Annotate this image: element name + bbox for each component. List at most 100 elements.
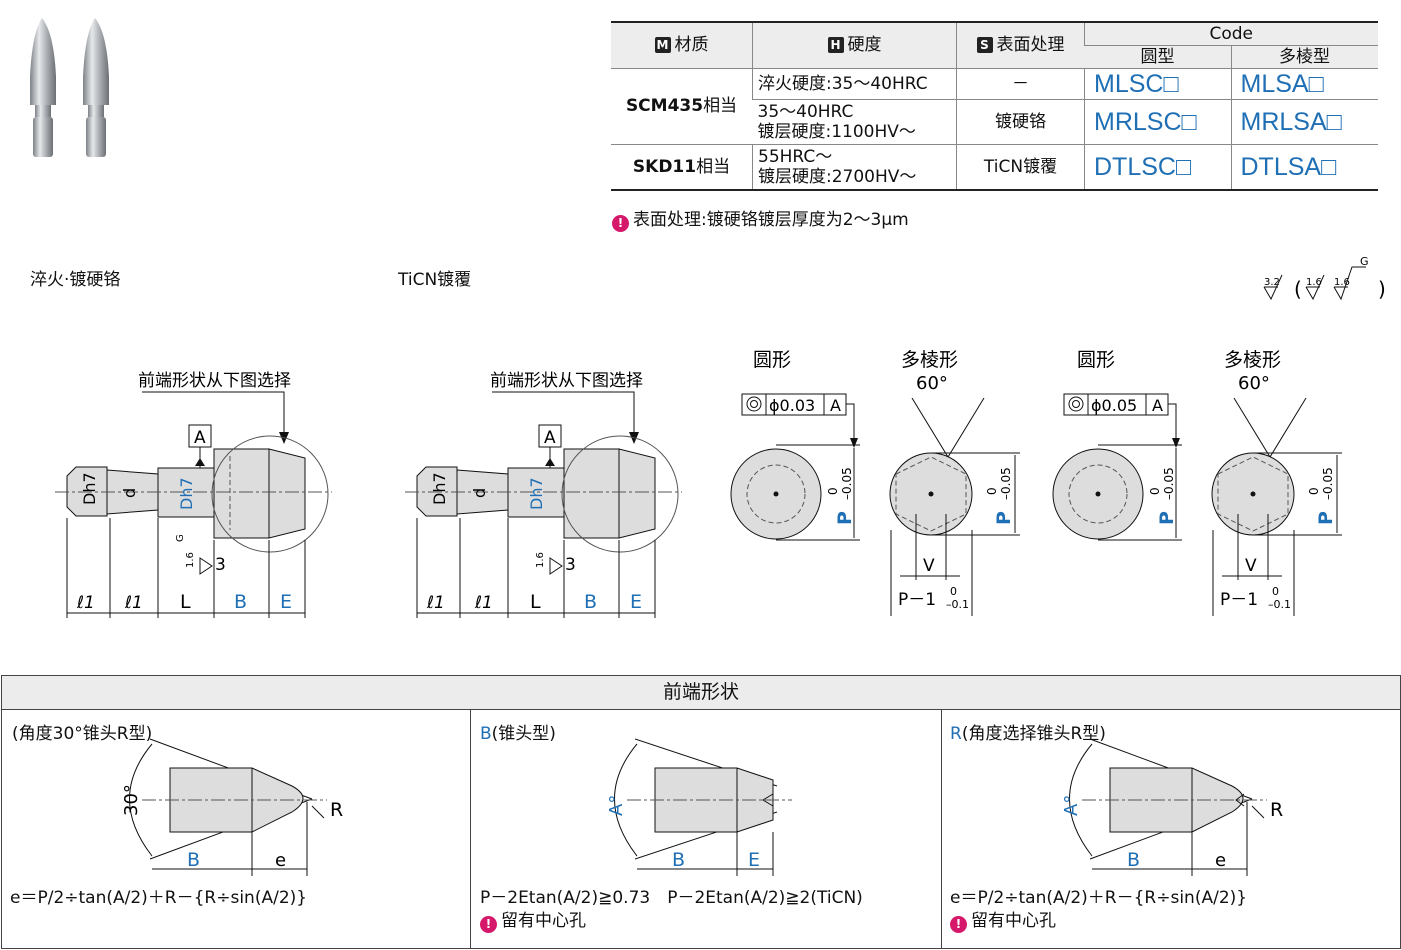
divider <box>941 710 942 948</box>
svg-text:A: A <box>544 428 556 448</box>
svg-text:R: R <box>330 799 343 821</box>
svg-text:L: L <box>180 591 191 613</box>
code-round: MLSC□ <box>1084 68 1231 100</box>
shape-title-2: B(锥头型) <box>480 724 556 744</box>
svg-text:B: B <box>187 849 200 871</box>
svg-text:1.6: 1.6 <box>1334 277 1350 288</box>
section-label-left: 淬火·镀硬铬 <box>30 270 121 290</box>
shape-title-1: (角度30°锥头R型) <box>12 724 153 744</box>
svg-text:1.6: 1.6 <box>185 552 196 568</box>
svg-text:E: E <box>748 849 760 871</box>
svg-text:Dh7: Dh7 <box>527 477 546 510</box>
product-photo <box>30 18 109 157</box>
svg-text:e: e <box>275 850 286 871</box>
hardness-cell: 淬火硬度:35～40HRC <box>752 68 957 100</box>
svg-text:P－1: P－1 <box>898 590 936 610</box>
warning-icon: ! <box>950 916 967 933</box>
svg-text:0: 0 <box>1272 585 1279 598</box>
svg-text:60°: 60° <box>1238 373 1270 394</box>
svg-text:A: A <box>194 428 206 448</box>
svg-text:多棱形: 多棱形 <box>1224 349 1281 371</box>
material-skd11: SKD11相当 <box>611 144 753 191</box>
surface-cell: － <box>956 68 1085 100</box>
svg-text:ℓ1: ℓ1 <box>474 593 493 613</box>
svg-text:–0.05: –0.05 <box>999 467 1013 500</box>
code-round: DTLSC□ <box>1084 144 1231 191</box>
svg-text:B: B <box>584 591 597 613</box>
formula-2: P－2Etan(A/2)≧0.73 P－2Etan(A/2)≧2(TiCN) <box>480 888 863 908</box>
shape-drawing-1: 30° B e R <box>121 738 343 876</box>
svg-text:Dh7: Dh7 <box>80 472 99 505</box>
panel-title: 前端形状 <box>2 676 1400 710</box>
svg-text:1.6: 1.6 <box>1306 277 1322 288</box>
warning-icon: ! <box>480 916 497 933</box>
header-poly: 多棱型 <box>1230 45 1378 69</box>
svg-text:3.2: 3.2 <box>1264 277 1280 288</box>
svg-text:P: P <box>1156 511 1178 525</box>
svg-text:圆形: 圆形 <box>753 349 791 371</box>
formula-1: e＝P/2÷tan(A/2)＋R－{R÷sin(A/2)} <box>10 888 308 908</box>
surface-cell: TiCN镀覆 <box>956 144 1085 191</box>
svg-text:30°: 30° <box>121 784 142 816</box>
svg-text:ℓ1: ℓ1 <box>124 593 143 613</box>
svg-text:ϕ0.03: ϕ0.03 <box>769 396 815 415</box>
svg-text:L: L <box>530 591 541 613</box>
header-round: 圆型 <box>1084 45 1231 69</box>
code-round: MRLSC□ <box>1084 99 1231 145</box>
material-scm435: SCM435相当 <box>611 68 753 145</box>
svg-text:ℓ1: ℓ1 <box>426 593 445 613</box>
shape-title-3: R(角度选择锥头R型) <box>950 724 1106 744</box>
formula-3: e＝P/2÷tan(A/2)＋R－{R÷sin(A/2)} <box>950 888 1248 908</box>
svg-text:ϕ0.05: ϕ0.05 <box>1091 396 1137 415</box>
svg-text:B: B <box>1127 849 1140 871</box>
table-note: !表面处理:镀硬铬镀层厚度为2～3μm <box>612 205 909 232</box>
svg-text:d: d <box>120 488 139 498</box>
note-2: !留有中心孔 <box>480 906 586 933</box>
svg-text:前端形状从下图选择: 前端形状从下图选择 <box>138 371 291 391</box>
svg-text:B: B <box>234 591 247 613</box>
svg-text:G: G <box>1360 255 1369 268</box>
svg-text:1.6: 1.6 <box>535 552 546 568</box>
code-poly: MLSA□ <box>1230 68 1378 100</box>
code-poly: DTLSA□ <box>1230 144 1378 191</box>
roughness-symbols: 3.2 ( 1.6 1.6 G ) <box>1263 255 1386 301</box>
svg-text:3: 3 <box>215 555 226 575</box>
svg-text:G: G <box>175 534 186 542</box>
svg-text:P: P <box>834 511 856 525</box>
svg-text:d: d <box>470 488 489 498</box>
svg-text:–0.05: –0.05 <box>1321 467 1335 500</box>
svg-text:V: V <box>923 556 935 576</box>
svg-text:0: 0 <box>950 585 957 598</box>
tip-shape-panel: 前端形状 (角度30°锥头R型) B(锥头型) R(角度选择锥头R型) 30° … <box>1 675 1401 949</box>
svg-text:P－1: P－1 <box>1220 590 1258 610</box>
svg-text:): ) <box>1378 277 1386 301</box>
svg-text:–0.05: –0.05 <box>1162 467 1176 500</box>
pin-drawing-right: 前端形状从下图选择 A Dh7 d Dh7 1.6 3 ℓ1 ℓ1 L B E <box>405 371 682 618</box>
warning-icon: ! <box>612 215 629 232</box>
svg-text:0: 0 <box>985 487 999 495</box>
shape-drawing-3: A° B e R <box>1061 738 1283 876</box>
svg-text:0: 0 <box>1148 487 1162 495</box>
svg-text:Dh7: Dh7 <box>430 472 449 505</box>
surface-cell: 镀硬铬 <box>956 99 1085 145</box>
header-code: Code <box>1084 21 1378 46</box>
svg-text:P: P <box>993 511 1015 525</box>
svg-text:3: 3 <box>565 555 576 575</box>
svg-text:ℓ1: ℓ1 <box>76 593 95 613</box>
svg-text:R: R <box>1270 799 1283 821</box>
svg-text:A°: A° <box>1061 795 1082 816</box>
svg-text:Dh7: Dh7 <box>177 477 196 510</box>
cross-section-views: 圆形 ϕ0.03 A P 0 –0.05 多棱形 60° P 0 –0.05 V… <box>730 349 1342 616</box>
code-poly: MRLSA□ <box>1230 99 1378 145</box>
svg-text:P: P <box>1315 511 1337 525</box>
section-label-right: TiCN镀覆 <box>398 270 472 290</box>
svg-text:0: 0 <box>826 487 840 495</box>
pin-drawing-left: 前端形状从下图选择 A Dh7 d Dh7 G 1.6 3 ℓ1 ℓ1 L B … <box>55 371 332 618</box>
svg-text:B: B <box>672 849 685 871</box>
shape-drawing-2: A° B E <box>606 738 792 876</box>
svg-text:A°: A° <box>606 795 627 816</box>
